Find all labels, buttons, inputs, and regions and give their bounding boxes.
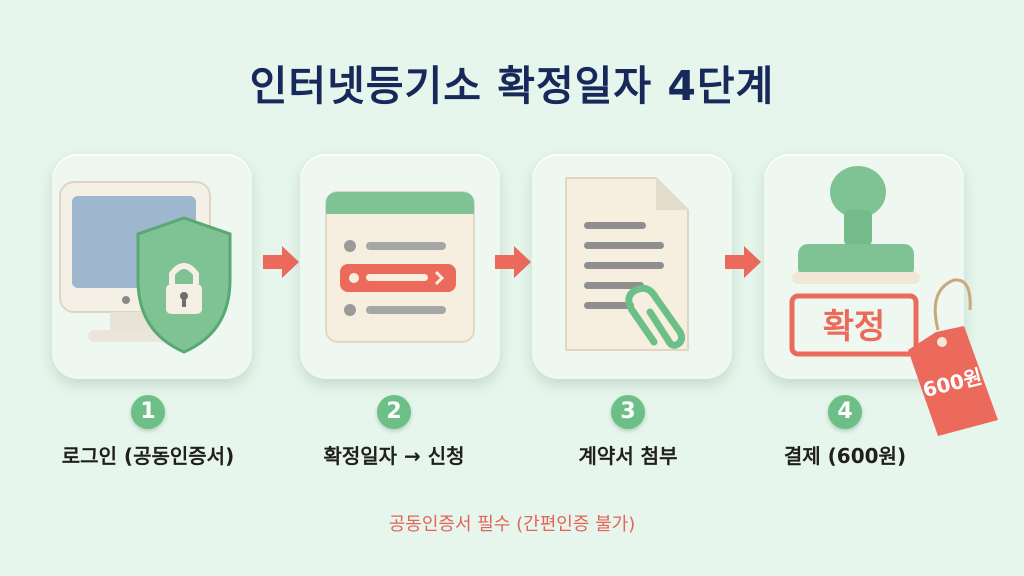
step-2-card	[300, 154, 500, 379]
price-tag: 600원	[898, 270, 1018, 440]
arrow-right-icon	[492, 242, 534, 282]
arrow-right-icon	[722, 242, 764, 282]
step-3-label: 계약서 첨부	[578, 444, 678, 468]
stamp-text: 확정	[823, 307, 886, 347]
step-1-label: 로그인 (공동인증서)	[61, 444, 235, 468]
arrow-right-icon	[260, 242, 302, 282]
step-1-card	[52, 154, 252, 379]
step-3-card	[532, 154, 732, 379]
step-3-number: 3	[611, 395, 645, 429]
step-1-number: 1	[131, 395, 165, 429]
step-2-number: 2	[377, 395, 411, 429]
step-4-label: 결제 (600원)	[783, 444, 907, 468]
document-paperclip-icon	[565, 177, 689, 351]
stamp-icon: 확정	[789, 166, 920, 357]
step-2-label: 확정일자 → 신청	[323, 444, 465, 468]
page-title: 인터넷등기소 확정일자 4단계	[249, 62, 775, 110]
computer-shield-lock-icon	[59, 181, 232, 354]
menu-list-icon	[325, 191, 475, 343]
footnote: 공동인증서 필수 (간편인증 불가)	[388, 514, 636, 535]
step-4-card: 확정	[764, 154, 964, 379]
step-4-number: 4	[828, 395, 862, 429]
